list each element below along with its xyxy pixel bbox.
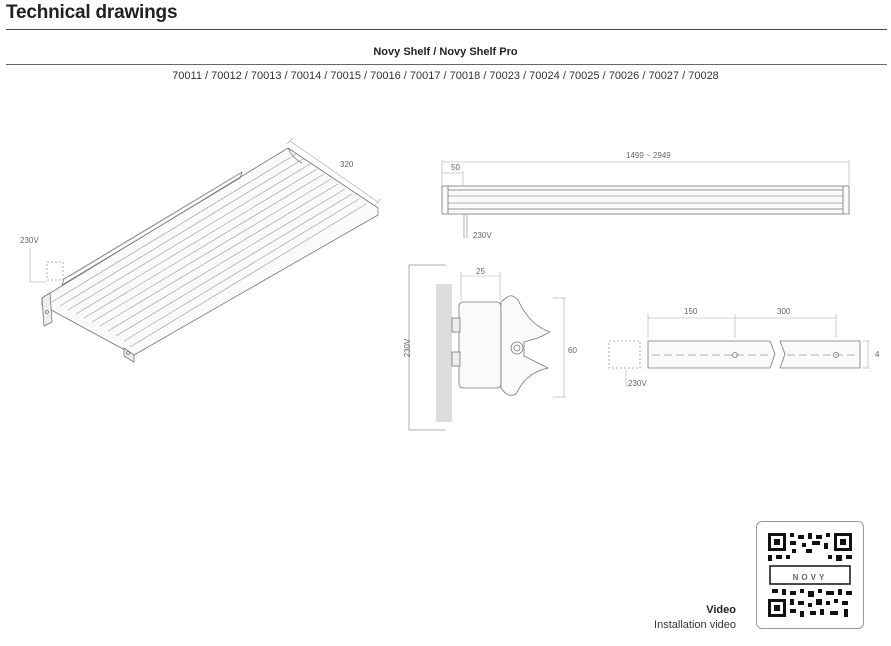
page-title: Technical drawings (6, 2, 178, 23)
video-title: Video (706, 604, 736, 616)
side-height-label: 60 (568, 346, 577, 355)
side-section-view (408, 264, 566, 431)
front-offset-label: 50 (451, 163, 460, 172)
front-view (441, 160, 850, 238)
product-codes: 70011 / 70012 / 70013 / 70014 / 70015 / … (172, 70, 719, 82)
bottom-first-label: 150 (684, 307, 698, 316)
qr-code-icon[interactable]: NOVY (768, 533, 852, 617)
shelf-lamellae (51, 153, 367, 348)
video-subtitle-link[interactable]: Installation video (654, 619, 736, 631)
bottom-spacing-label: 300 (777, 307, 791, 316)
iso-voltage-label: 230V (20, 236, 39, 245)
product-divider (6, 64, 887, 65)
side-voltage-label: 230V (403, 338, 412, 357)
bottom-voltage-label: 230V (628, 379, 647, 388)
title-divider (6, 29, 887, 30)
qr-code-card[interactable]: NOVY (756, 521, 864, 629)
qr-brand-label: NOVY (793, 573, 828, 582)
iso-depth-label: 320 (340, 160, 354, 169)
bottom-thickness-label: 4 (875, 350, 880, 359)
bottom-view (608, 314, 870, 387)
isometric-view (29, 137, 382, 363)
front-voltage-label: 230V (473, 231, 492, 240)
front-length-label: 1499 ~ 2949 (626, 151, 671, 160)
side-width-label: 25 (476, 267, 485, 276)
product-name: Novy Shelf / Novy Shelf Pro (373, 46, 518, 58)
